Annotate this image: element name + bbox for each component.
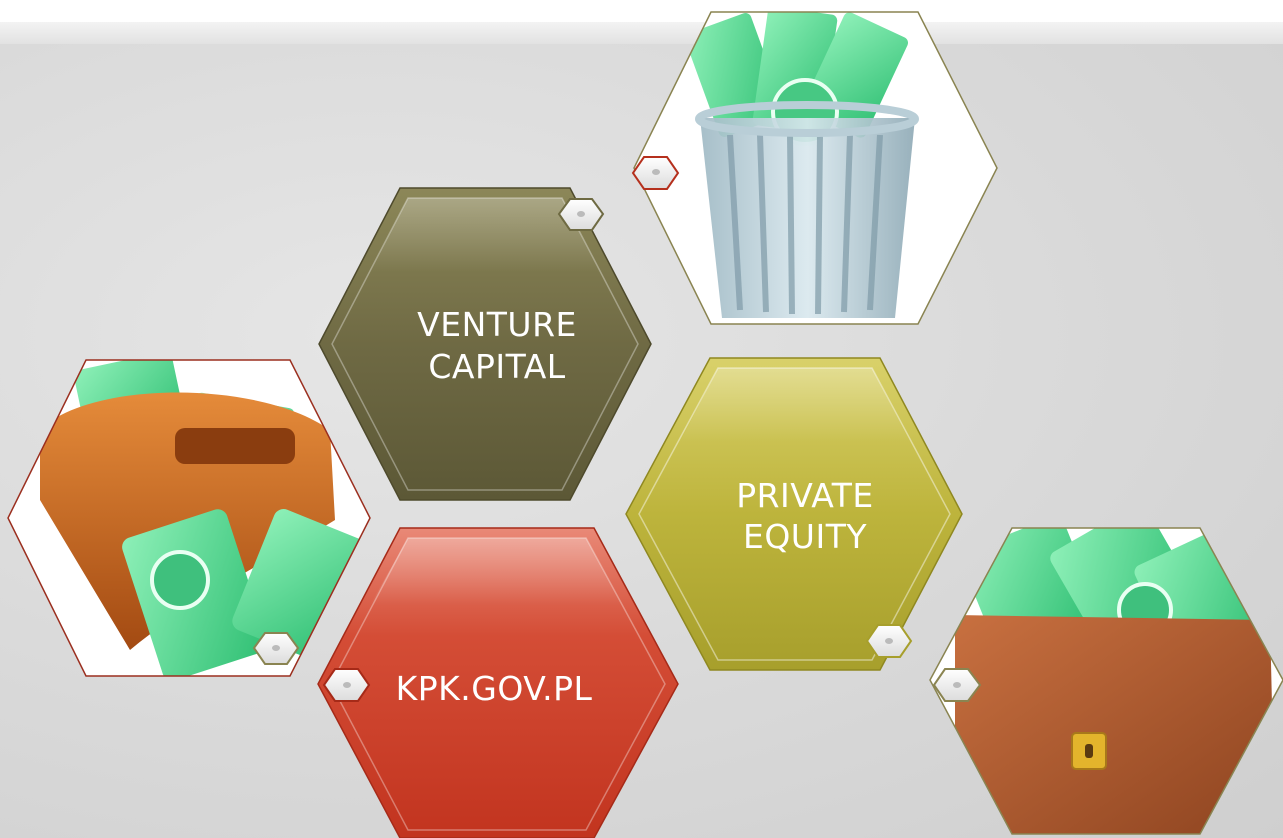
header-strip bbox=[0, 22, 1283, 44]
private-badge-hex bbox=[865, 624, 913, 658]
kpk-gov-pl-hex[interactable]: KPK.GOV.PL bbox=[317, 527, 679, 838]
private-label-line1: PRIVATE bbox=[736, 476, 874, 515]
trash-can-with-money-icon bbox=[633, 11, 998, 325]
private-label-line2: EQUITY bbox=[743, 517, 867, 556]
venture-badge-hex bbox=[557, 198, 605, 231]
venture-label-line1: VENTURE bbox=[417, 305, 577, 344]
venture-capital-hex[interactable]: VENTURE CAPITAL bbox=[318, 187, 652, 501]
trash-badge-hex bbox=[631, 156, 680, 190]
venture-label-line2: CAPITAL bbox=[428, 347, 565, 386]
wallet-badge-hex bbox=[252, 632, 300, 665]
briefcase-with-money-icon bbox=[929, 527, 1283, 835]
private-equity-hex[interactable]: PRIVATE EQUITY bbox=[625, 357, 963, 671]
wallet-with-money-icon bbox=[7, 359, 371, 677]
briefcase-badge-hex bbox=[932, 668, 982, 702]
top-band bbox=[0, 0, 1283, 22]
kpk-badge-hex bbox=[322, 668, 371, 702]
kpk-label: KPK.GOV.PL bbox=[396, 669, 593, 708]
